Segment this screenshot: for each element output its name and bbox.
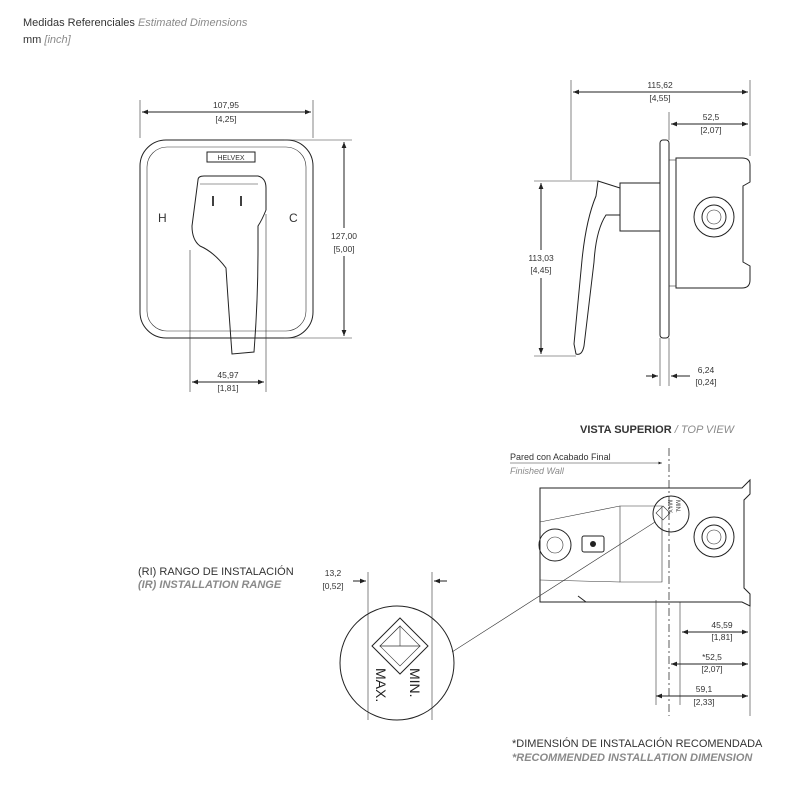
top-drain-tab [577, 595, 587, 603]
detail-diamond-outline [371, 617, 429, 675]
side-plate [659, 139, 670, 339]
unit-inch: [inch] [44, 34, 71, 46]
top-dim2-in: [2,07] [701, 664, 722, 674]
front-width-in: [4,25] [215, 114, 236, 124]
top-body [539, 478, 751, 607]
header-units: mm [inch] [23, 34, 71, 46]
top-dim3-in: [2,33] [693, 697, 714, 707]
top-view: MIN. MAX. 45,59 [1,81] *52,5 [2,07] 59,1… [451, 448, 751, 716]
footnote-es: *DIMENSIÓN DE INSTALACIÓN RECOMENDADA [512, 738, 763, 750]
detail-leader [451, 521, 656, 653]
range-mm: 13,2 [325, 568, 342, 578]
install-range-label-en: (IR) INSTALLATION RANGE [138, 579, 281, 591]
front-logo: HELVEX [217, 155, 244, 162]
front-view: HELVEX H C 107,95 [4,25] 127,00 [5,00] 4… [139, 100, 366, 393]
top-view-title: VISTA SUPERIOR / TOP VIEW [580, 424, 734, 436]
front-plate-inner [146, 146, 307, 332]
top-set-screw-head [590, 541, 596, 547]
top-right-port-inner [706, 529, 722, 545]
unit-mm: mm [23, 34, 42, 46]
side-body-depth-mm: 52,5 [703, 112, 720, 122]
detail-small-max: MAX. [666, 500, 672, 515]
footnote-en: *RECOMMENDED INSTALLATION DIMENSION [512, 752, 753, 764]
side-height-in: [4,45] [530, 265, 551, 275]
install-range-text-en: INSTALLATION RANGE [159, 579, 282, 591]
top-left-port-inner [546, 536, 564, 554]
top-view-title-en: / TOP VIEW [674, 424, 735, 436]
finished-wall-label-en: Finished Wall [510, 466, 564, 476]
front-lever [191, 175, 267, 355]
finished-wall-label-es: Pared con Acabado Final [510, 452, 611, 462]
detail-small-min: MIN. [674, 500, 680, 513]
install-range-prefix-en: (IR) [138, 579, 157, 591]
header-title: Medidas Referenciales Estimated Dimensio… [23, 17, 247, 29]
cold-label: C [289, 211, 298, 225]
front-width-mm: 107,95 [213, 100, 239, 110]
side-port-outer [693, 196, 735, 238]
install-range-label-es: (RI) RANGO DE INSTALACIÓN [138, 566, 294, 578]
detail-diamond-bottom [379, 645, 421, 667]
top-dim1-mm: 45,59 [711, 620, 733, 630]
top-set-screw [581, 535, 605, 553]
detail-callout-small [652, 495, 690, 533]
detail-small-diamond [655, 505, 671, 521]
install-range-text-es: RANGO DE INSTALACIÓN [159, 566, 294, 578]
top-dim1-in: [1,81] [711, 632, 732, 642]
side-body [675, 157, 751, 289]
front-height-in: [5,00] [333, 244, 354, 254]
side-height-label-bg [520, 250, 562, 278]
side-depth-mm: 115,62 [647, 80, 673, 90]
handle-width-in: [1,81] [217, 383, 238, 393]
top-valve-cartridge [619, 505, 663, 583]
side-port-inner [706, 209, 722, 225]
detail-diamond-left [379, 625, 401, 647]
top-dim2-mm: *52,5 [702, 652, 722, 662]
side-height-mm: 113,03 [528, 253, 554, 263]
detail-large-max: MAX. [373, 668, 389, 702]
side-depth-in: [4,55] [649, 93, 670, 103]
side-port-mid [701, 204, 727, 230]
header-title-en: Estimated Dimensions [137, 17, 248, 29]
side-plate-in: [0,24] [695, 377, 716, 387]
hot-label: H [158, 211, 167, 225]
top-dim3-mm: 59,1 [696, 684, 713, 694]
side-body-depth-in: [2,07] [700, 125, 721, 135]
side-lever [573, 180, 621, 355]
front-plate-outer [139, 139, 314, 339]
front-height-mm: 127,00 [331, 231, 357, 241]
detail-callout-large [339, 605, 455, 721]
header-title-es: Medidas Referenciales [23, 17, 135, 29]
install-range-detail: 13,2 [0,52] MIN. MAX. [322, 568, 455, 721]
top-left-port-outer [538, 528, 572, 562]
detail-large-min: MIN. [407, 668, 423, 698]
range-in: [0,52] [322, 581, 343, 591]
handle-width-mm: 45,97 [217, 370, 239, 380]
side-view: 115,62 [4,55] 52,5 [2,07] 113,03 [4,45] … [520, 80, 751, 387]
front-height-label-bg [322, 228, 366, 256]
side-plate-mm: 6,24 [698, 365, 715, 375]
top-right-port-outer [693, 516, 735, 558]
front-logo-box [206, 151, 256, 163]
top-right-port-mid [701, 524, 727, 550]
top-view-title-es: VISTA SUPERIOR [580, 424, 672, 436]
install-range-prefix-es: (RI) [138, 566, 157, 578]
top-body-taper [539, 505, 621, 583]
side-stem [619, 182, 661, 232]
